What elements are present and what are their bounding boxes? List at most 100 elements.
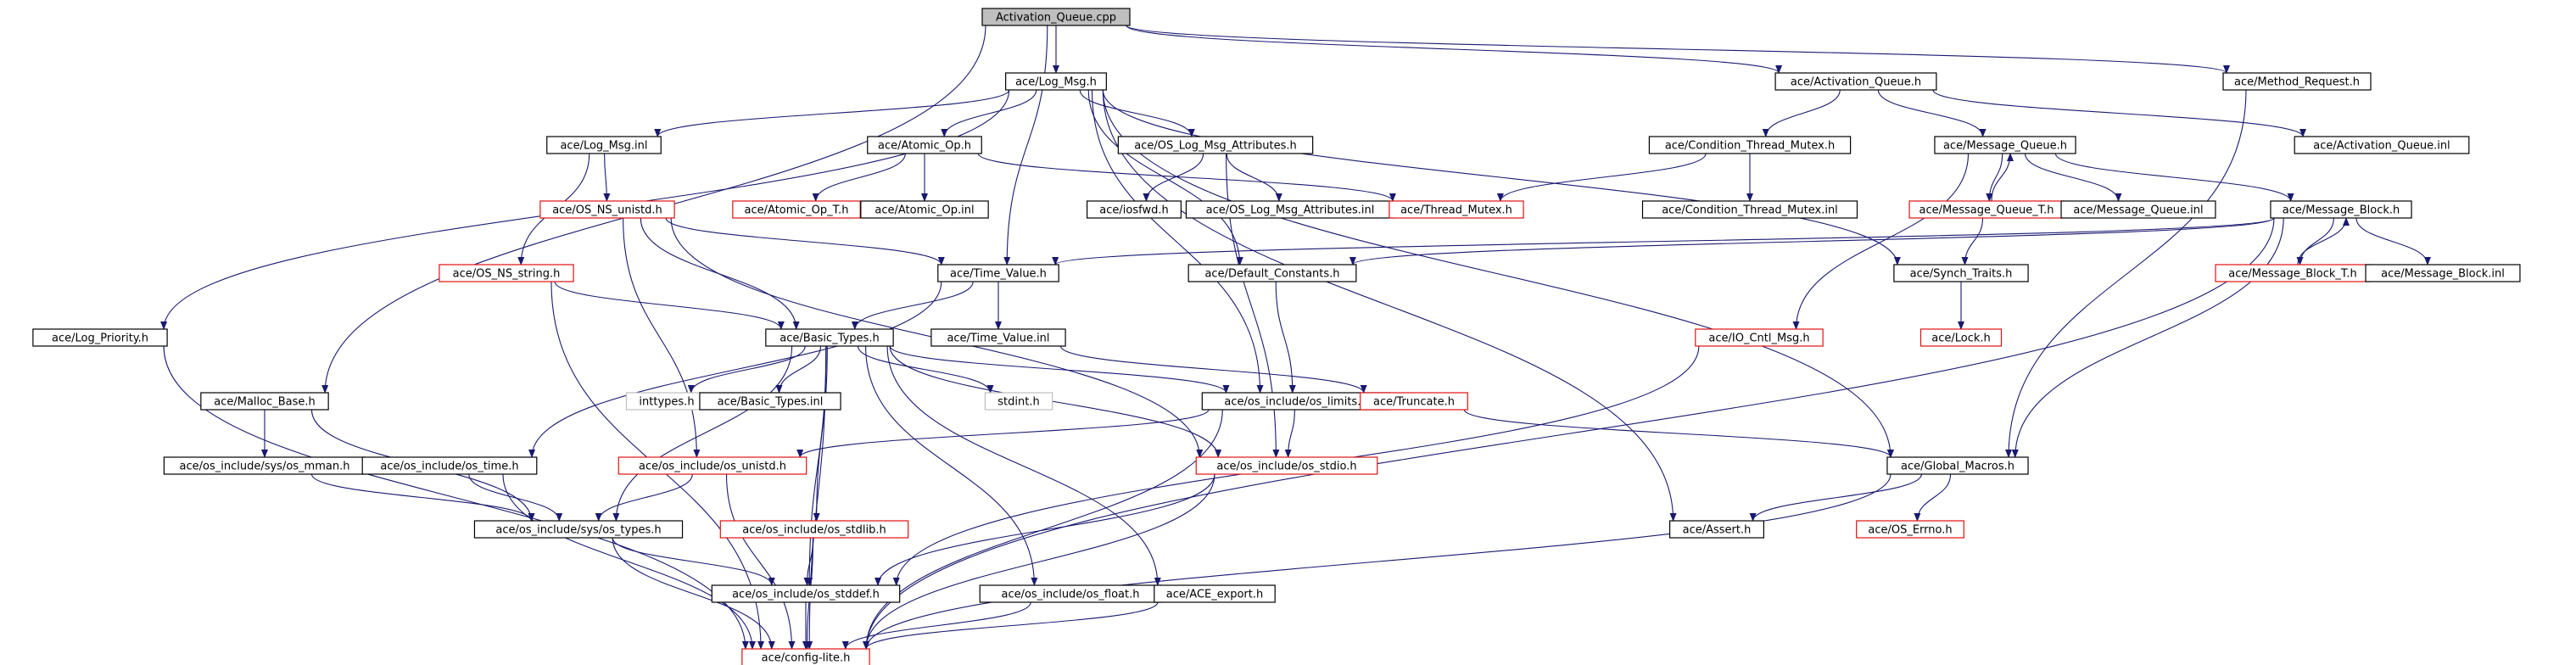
- edge-line: [468, 473, 563, 522]
- node-condition-thread-mutex-inl[interactable]: ace/Condition_Thread_Mutex.inl: [1641, 200, 1858, 219]
- node-basic-types-inl[interactable]: ace/Basic_Types.inl: [699, 392, 841, 411]
- node-os-ns-string-h[interactable]: ace/OS_NS_string.h: [439, 264, 574, 282]
- node-box: [1117, 136, 1314, 154]
- node-os-log-msg-attributes-h[interactable]: ace/OS_Log_Msg_Attributes.h: [1117, 136, 1314, 154]
- node-label: ace/Activation_Queue.h: [1791, 76, 1921, 89]
- node-activation-queue-h[interactable]: ace/Activation_Queue.h: [1774, 72, 1937, 91]
- node-label: ace/Message_Block.h: [2283, 204, 2400, 217]
- node-log-priority-h[interactable]: ace/Log_Priority.h: [32, 328, 168, 347]
- edge-log-msg-h-to-default-constants-h: [1087, 89, 1243, 265]
- edge-line: [528, 281, 942, 458]
- node-os-stdio-h[interactable]: ace/os_include/os_stdio.h: [1195, 456, 1378, 475]
- node-message-block-t-h[interactable]: ace/Message_Block_T.h: [2215, 264, 2371, 282]
- node-label: ace/Message_Block.inl: [2381, 268, 2505, 281]
- node-global-macros-h[interactable]: ace/Global_Macros.h: [1886, 456, 2029, 475]
- node-message-block-inl[interactable]: ace/Message_Block.inl: [2365, 264, 2521, 282]
- node-label: ace/Lock.h: [1931, 332, 1991, 345]
- node-assert-h[interactable]: ace/Assert.h: [1668, 520, 1764, 539]
- node-message-queue-h[interactable]: ace/Message_Queue.h: [1934, 136, 2076, 154]
- node-label: inttypes.h: [639, 396, 694, 409]
- node-method-request-h[interactable]: ace/Method_Request.h: [2222, 72, 2372, 91]
- node-thread-mutex-h[interactable]: ace/Thread_Mutex.h: [1389, 200, 1524, 219]
- edge-line: [2025, 153, 2122, 202]
- node-config-lite-h[interactable]: ace/config-lite.h: [741, 648, 870, 665]
- edge-activation-queue-cpp-to-time-value-h: [1003, 25, 1048, 265]
- node-activation-queue-inl[interactable]: ace/Activation_Queue.inl: [2294, 136, 2470, 154]
- node-lock-h[interactable]: ace/Lock.h: [1919, 328, 2003, 347]
- node-box: [1648, 136, 1852, 154]
- node-inttypes-h[interactable]: inttypes.h: [625, 392, 708, 411]
- edge-line: [612, 537, 775, 650]
- node-message-queue-t-h[interactable]: ace/Message_Queue_T.h: [1908, 200, 2065, 219]
- edge-condition-thread-mutex-h-to-thread-mutex-h: [1496, 153, 1707, 202]
- node-label: ace/Method_Request.h: [2234, 76, 2360, 89]
- node-log-msg-inl[interactable]: ace/Log_Msg.inl: [546, 136, 662, 154]
- node-label: ace/Synch_Traits.h: [1910, 268, 2013, 281]
- edge-basic-types-h-to-inttypes-h: [687, 345, 806, 394]
- edge-line: [857, 345, 994, 394]
- node-message-block-h[interactable]: ace/Message_Block.h: [2270, 200, 2412, 219]
- node-atomic-op-t-h[interactable]: ace/Atomic_Op_T.h: [732, 200, 861, 219]
- edge-basic-types-h-to-basic-types-inl: [775, 345, 822, 394]
- node-box: [1389, 200, 1524, 219]
- node-os-limits-h[interactable]: ace/os_include/os_limits.h: [1201, 392, 1391, 411]
- node-time-value-inl[interactable]: ace/Time_Value.inl: [930, 328, 1066, 347]
- edge-activation-queue-cpp-to-activation-queue-h: [1126, 25, 1782, 74]
- node-basic-types-h[interactable]: ace/Basic_Types.h: [765, 328, 894, 347]
- edge-activation-queue-h-to-message-queue-h: [1877, 89, 1986, 137]
- node-os-time-h[interactable]: ace/os_include/os_time.h: [361, 456, 538, 475]
- edge-os-log-msg-attributes-h-to-os-log-msg-attributes-inl: [1226, 153, 1282, 202]
- node-os-unistd-h[interactable]: ace/os_include/os_unistd.h: [617, 456, 807, 475]
- node-log-msg-h[interactable]: ace/Log_Msg.h: [1005, 72, 1107, 91]
- edge-time-value-h-to-os-time-h: [528, 281, 942, 458]
- node-label: ace/Malloc_Base.h: [214, 396, 316, 409]
- edge-line: [1143, 153, 1204, 202]
- edge-layer: [160, 25, 2431, 650]
- node-default-constants-h[interactable]: ace/Default_Constants.h: [1187, 264, 1357, 282]
- node-malloc-base-h[interactable]: ace/Malloc_Base.h: [200, 392, 329, 411]
- node-os-stddef-h[interactable]: ace/os_include/os_stddef.h: [711, 584, 901, 603]
- node-label: ace/os_include/os_float.h: [1001, 589, 1139, 601]
- node-message-queue-inl[interactable]: ace/Message_Queue.inl: [2060, 200, 2216, 219]
- node-label: ace/OS_Log_Msg_Attributes.h: [1134, 140, 1296, 153]
- node-box: [711, 584, 901, 603]
- node-os-log-msg-attributes-inl[interactable]: ace/OS_Log_Msg_Attributes.inl: [1185, 200, 1395, 219]
- node-label: ace/Time_Value.h: [950, 268, 1047, 281]
- node-time-value-h[interactable]: ace/Time_Value.h: [937, 264, 1059, 282]
- node-label: ace/Message_Queue.h: [1943, 140, 2067, 153]
- edge-line: [941, 89, 1037, 137]
- node-atomic-op-inl[interactable]: ace/Atomic_Op.inl: [860, 200, 989, 219]
- node-stdint-h[interactable]: stdint.h: [984, 392, 1053, 411]
- edge-log-msg-h-to-assert-h: [1102, 89, 1677, 522]
- node-os-errno-h[interactable]: ace/OS_Errno.h: [1856, 520, 1964, 539]
- edge-basic-types-h-to-stdint-h: [857, 345, 994, 394]
- node-box: [2060, 200, 2216, 219]
- node-condition-thread-mutex-h[interactable]: ace/Condition_Thread_Mutex.h: [1648, 136, 1852, 154]
- edge-os-limits-h-to-config-lite-h: [863, 409, 1223, 650]
- node-io-cntl-msg-h[interactable]: ace/IO_Cntl_Msg.h: [1695, 328, 1824, 347]
- node-os-mman-h[interactable]: ace/os_include/sys/os_mman.h: [163, 456, 366, 475]
- edge-line: [874, 473, 1215, 586]
- node-os-stdlib-h[interactable]: ace/os_include/os_stdlib.h: [719, 520, 909, 539]
- node-synch-traits-h[interactable]: ace/Synch_Traits.h: [1893, 264, 2029, 282]
- edge-line: [865, 345, 1038, 586]
- node-ace-export-h[interactable]: ace/ACE_export.h: [1154, 584, 1276, 603]
- edge-os-time-h-to-os-types-h: [468, 473, 563, 522]
- edge-os-time-h-to-config-lite-h: [502, 473, 756, 650]
- edge-line: [603, 153, 611, 202]
- edge-line: [554, 281, 785, 330]
- node-os-ns-unistd-h[interactable]: ace/OS_NS_unistd.h: [539, 200, 675, 219]
- node-box: [860, 200, 989, 219]
- node-label: ace/os_include/os_limits.h: [1224, 396, 1367, 409]
- node-box: [32, 328, 168, 347]
- edge-basic-types-h-to-ace-export-h: [886, 345, 1161, 586]
- node-iosfwd-h[interactable]: ace/iosfwd.h: [1086, 200, 1182, 219]
- edge-log-msg-h-to-os-limits-h: [1091, 89, 1264, 394]
- node-activation-queue-cpp[interactable]: Activation_Queue.cpp: [981, 8, 1131, 26]
- edge-basic-types-h-to-config-lite-h: [806, 345, 827, 650]
- node-truncate-h[interactable]: ace/Truncate.h: [1360, 392, 1468, 411]
- node-box: [1086, 200, 1182, 219]
- node-os-types-h[interactable]: ace/os_include/sys/os_types.h: [473, 520, 684, 539]
- node-atomic-op-h[interactable]: ace/Atomic_Op.h: [867, 136, 982, 154]
- node-os-float-h[interactable]: ace/os_include/os_float.h: [979, 584, 1162, 603]
